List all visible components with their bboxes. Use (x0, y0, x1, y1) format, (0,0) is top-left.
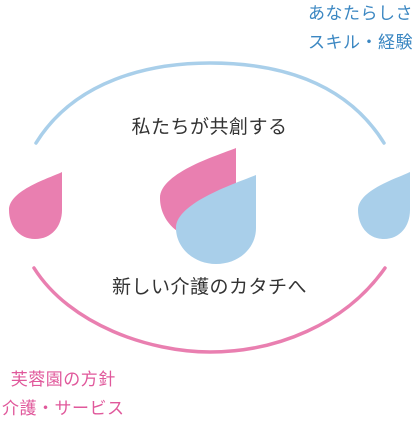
pink-drop-left (9, 172, 62, 239)
co-creation-text: 私たちが共創する (131, 116, 288, 138)
new-care-text: 新しい介護のカタチへ (111, 276, 307, 298)
policy-services-label: 芙蓉園の方針 介護・サービス (2, 366, 125, 424)
upper-arc (34, 61, 386, 145)
blue-drop-center (176, 175, 256, 264)
label-line: 芙蓉園の方針 (10, 370, 116, 390)
lower-arc (32, 266, 387, 354)
blue-drop-right (358, 172, 410, 239)
label-line: 介護・サービス (2, 399, 125, 419)
label-line: スキル・経験 (308, 33, 413, 53)
personal-strengths-label: あなたらしさ スキル・経験 (308, 0, 413, 58)
label-line: あなたらしさ (308, 4, 413, 24)
